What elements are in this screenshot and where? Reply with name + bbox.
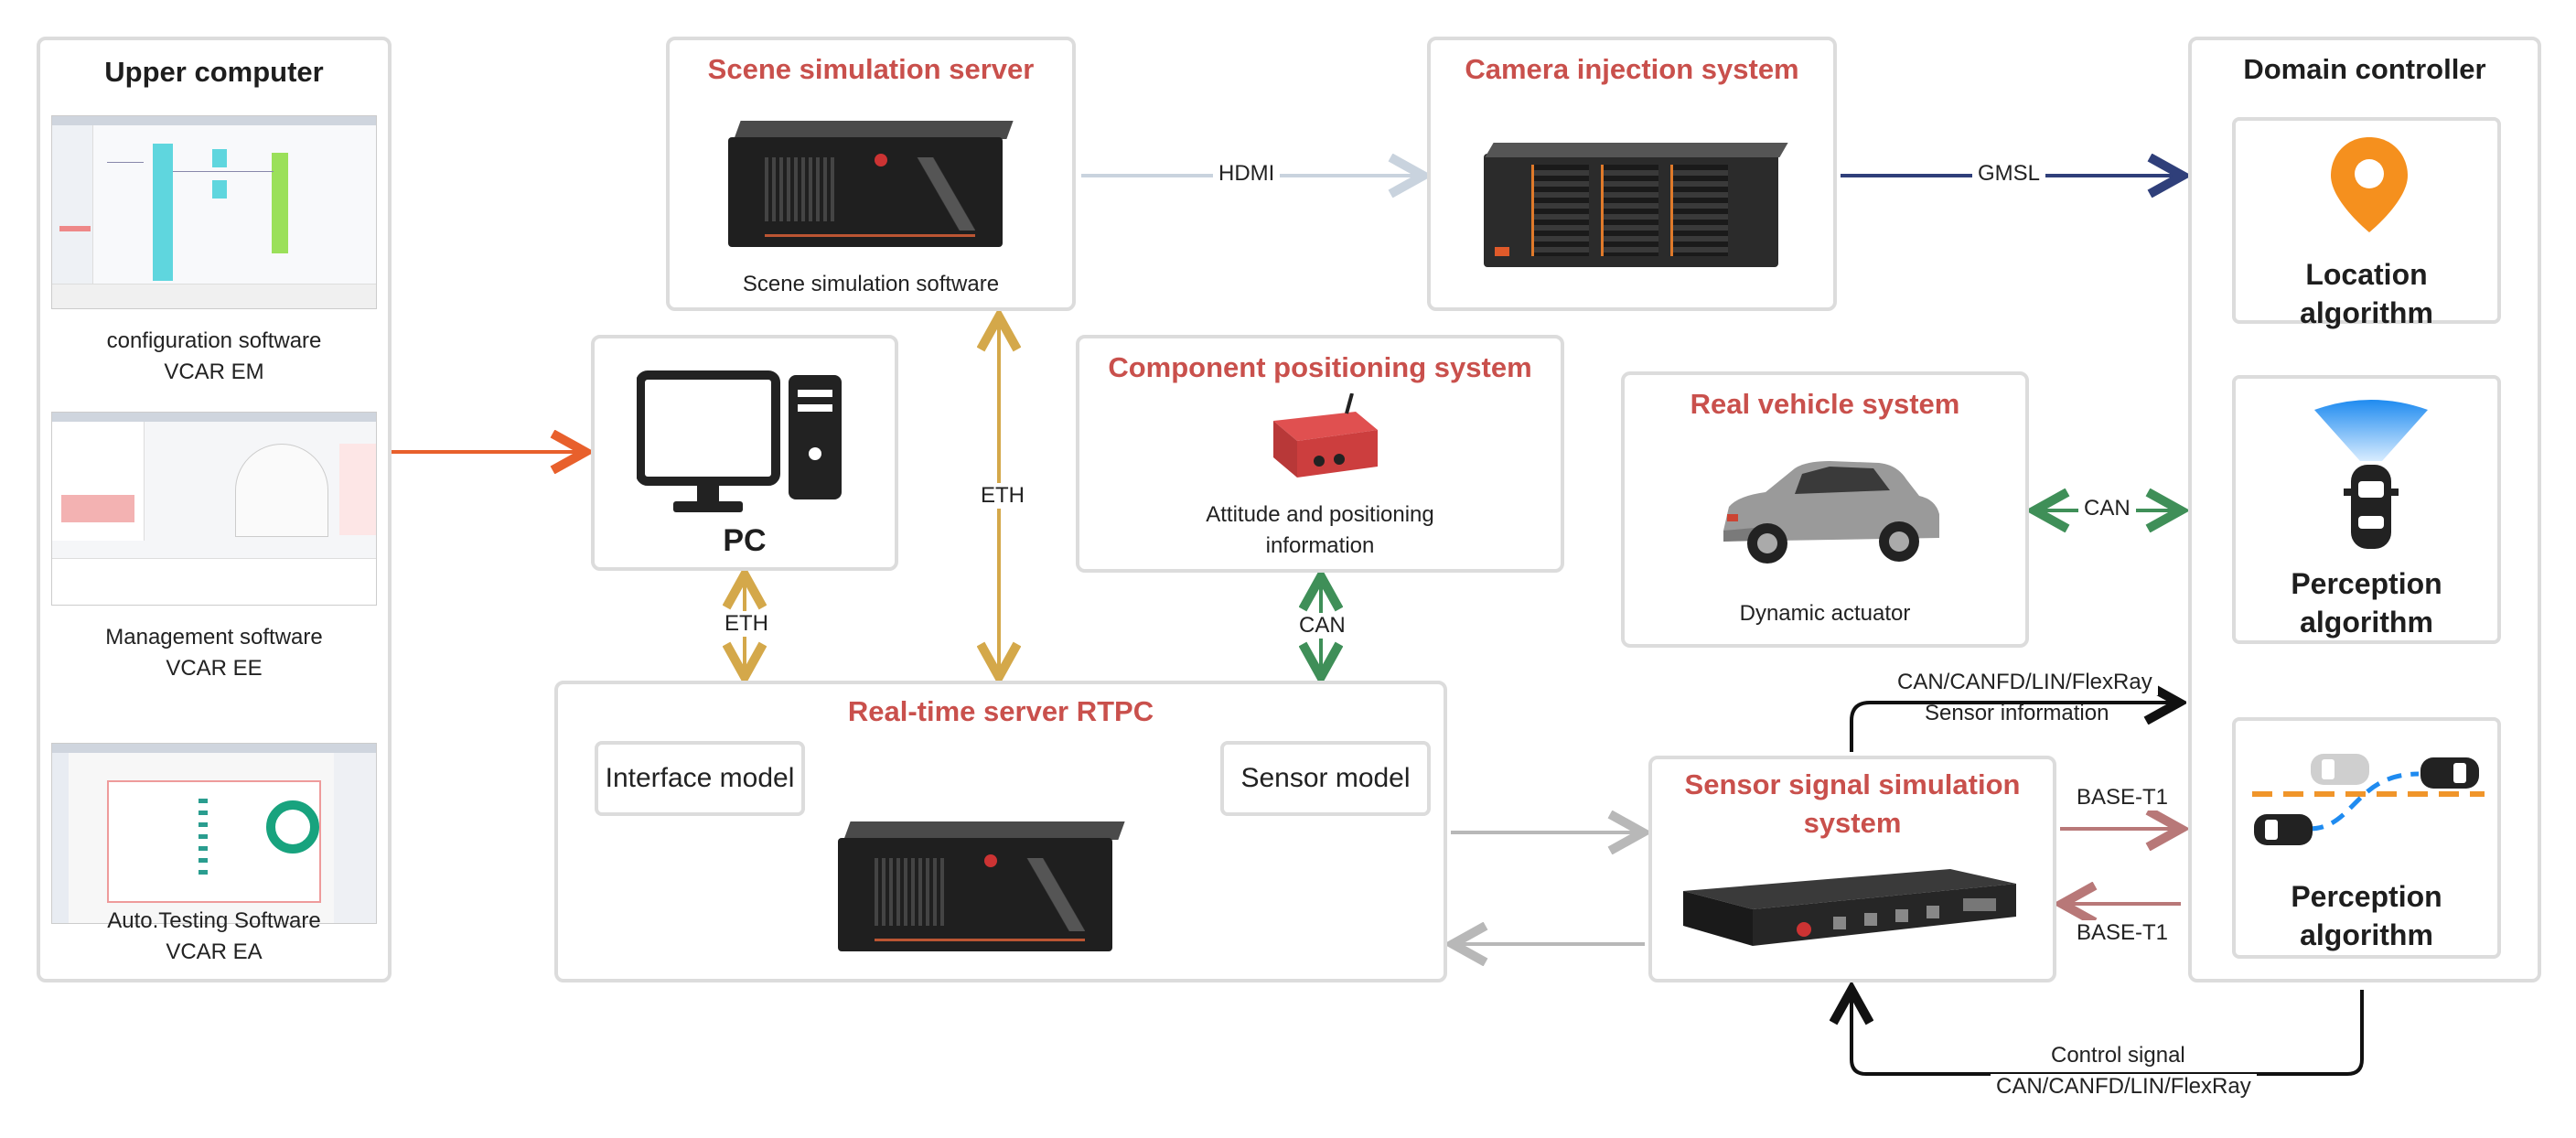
auto-testing-screenshot	[51, 743, 377, 924]
pc-label: PC	[723, 523, 767, 558]
perception-algorithm-1-line1: Perception	[2291, 567, 2442, 600]
can-vehicle-label: CAN	[2078, 496, 2136, 521]
positioning-device-icon	[1273, 393, 1378, 478]
eth-pc-label: ETH	[719, 611, 774, 637]
domain-controller-title: Domain controller	[2243, 53, 2486, 85]
arrow-sensor-info	[1850, 703, 2179, 752]
control-signal-label-line1: Control signal	[2045, 1043, 2191, 1068]
management-software-screenshot	[51, 412, 377, 606]
real-vehicle-system: Real vehicle system Dynamic actuator	[1621, 371, 2029, 648]
config-software-screenshot	[51, 115, 377, 309]
can-component-label: CAN	[1293, 613, 1351, 639]
location-algorithm-module: Location algorithm	[2232, 117, 2501, 329]
gmsl-label: GMSL	[1972, 161, 2046, 187]
eth-scene-label: ETH	[975, 483, 1030, 509]
component-positioning-caption-line1: Attitude and positioning	[1206, 502, 1434, 527]
control-signal-label-line2: CAN/CANFD/LIN/FlexRay	[1991, 1074, 2257, 1100]
perception-algorithm-1-line2: algorithm	[2300, 606, 2433, 639]
management-software-line2: VCAR EE	[166, 656, 263, 681]
component-positioning-caption-line2: information	[1265, 533, 1375, 558]
real-vehicle-caption: Dynamic actuator	[1739, 601, 1911, 626]
injection-device-icon	[1484, 143, 1788, 280]
car-radar-icon	[2314, 400, 2428, 549]
component-positioning-title: Component positioning system	[1108, 351, 1532, 383]
rtpc-chassis-icon	[838, 821, 1131, 964]
auto-testing-line1: Auto.Testing Software	[107, 908, 321, 933]
hdmi-label: HDMI	[1213, 161, 1281, 187]
component-positioning-system: Component positioning system Attitude an…	[1076, 335, 1564, 573]
upper-computer-title: Upper computer software	[104, 56, 324, 88]
location-pin-icon	[2331, 137, 2408, 232]
bus-top-label-line1: CAN/CANFD/LIN/FlexRay	[1892, 670, 2158, 695]
auto-testing-line2: VCAR EA	[166, 939, 263, 964]
perception-algorithm-module-2: Perception algorithm	[2232, 717, 2501, 959]
real-vehicle-title: Real vehicle system	[1690, 388, 1960, 420]
location-algorithm-line2: algorithm	[2300, 296, 2433, 329]
scene-server-caption: Scene simulation software	[742, 272, 1000, 296]
pc-box: PC	[591, 335, 898, 571]
bus-top-label-line2: Sensor information	[1925, 701, 2109, 725]
sensor-sim-title-line2: system	[1803, 807, 1902, 839]
server-chassis-icon	[728, 121, 1019, 258]
desktop-computer-icon	[637, 370, 842, 512]
config-software-line2: VCAR EM	[164, 360, 264, 384]
domain-controller: Domain controller Location algorithm Per…	[2188, 37, 2541, 982]
sensor-model-box: Sensor model	[1220, 741, 1431, 816]
realtime-server-rtpc: Real-time server RTPC Interface model Se…	[554, 681, 1447, 982]
interface-model-box: Interface model	[595, 741, 805, 816]
config-software-line1: configuration software	[106, 328, 322, 353]
management-software-line1: Management software	[105, 625, 323, 650]
base-t1-out-label: BASE-T1	[2071, 785, 2174, 811]
location-algorithm-line1: Location	[2305, 258, 2428, 291]
sensor-signal-simulation-system: Sensor signal simulation system	[1648, 756, 2056, 982]
scene-simulation-server: Scene simulation server Scene simulation…	[666, 37, 1076, 311]
sensor-sim-title-line1: Sensor signal simulation	[1684, 768, 2021, 800]
perception-algorithm-module-1: Perception algorithm	[2232, 375, 2501, 644]
lane-change-icon	[2252, 754, 2485, 845]
camera-injection-title: Camera injection system	[1465, 53, 1799, 85]
camera-injection-system: Camera injection system	[1427, 37, 1837, 311]
base-t1-in-label: BASE-T1	[2071, 920, 2174, 946]
scene-server-title: Scene simulation server	[707, 53, 1035, 85]
rtpc-title: Real-time server RTPC	[847, 695, 1154, 727]
perception-algorithm-2-line1: Perception	[2291, 880, 2442, 913]
perception-algorithm-2-line2: algorithm	[2300, 918, 2433, 951]
upper-computer-panel: Upper computer software configuration so…	[37, 37, 392, 982]
suv-car-icon	[1723, 461, 1939, 564]
sensor-sim-device-icon	[1683, 869, 2016, 946]
